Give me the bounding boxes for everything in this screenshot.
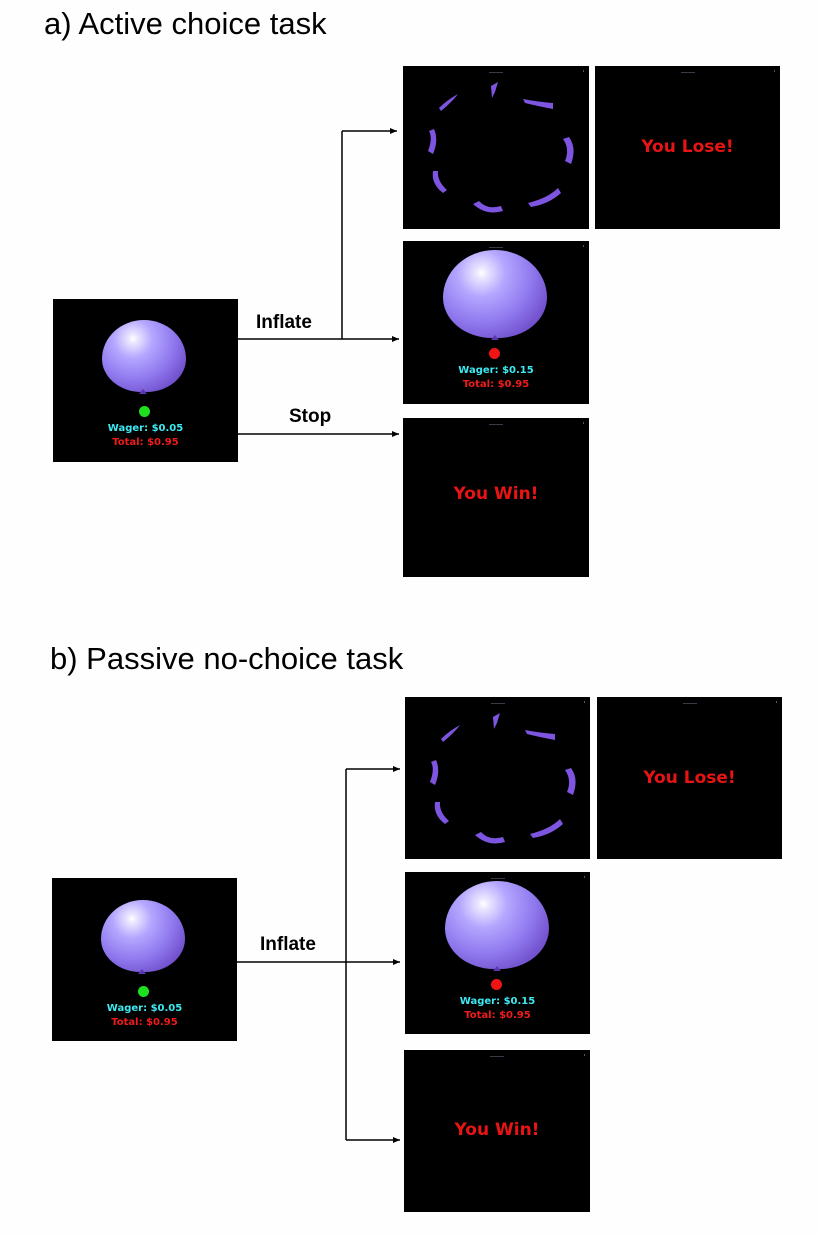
balloon-knot [138,969,146,974]
balloon-fragments [428,82,574,213]
balloon-knot [491,335,499,340]
wager-text: Wager: $0.15 [459,996,536,1007]
b-lose-screen: You Lose! [597,697,782,859]
balloon-fragments [430,713,576,844]
stop-label-a: Stop [289,406,332,427]
balloon [101,900,185,972]
inflate-label-a: Inflate [256,312,312,333]
balloon [102,320,186,392]
balloon-knot [493,966,501,971]
balloon [443,250,547,338]
wager-text: Wager: $0.05 [107,423,184,434]
total-text: Total: $0.95 [112,437,179,448]
go-light-icon [139,406,150,417]
balloon [445,881,549,969]
a-win-screen: You Win! [403,418,589,577]
go-light-icon [138,986,149,997]
balloon-knot [139,389,147,394]
wager-text: Wager: $0.15 [458,365,534,376]
win-text: You Win! [454,1120,540,1140]
lose-text: You Lose! [643,768,736,788]
wager-text: Wager: $0.05 [106,1003,183,1014]
section-a-title: a) Active choice task [44,6,327,41]
section-b-title: b) Passive no-choice task [50,641,404,676]
win-text: You Win! [453,484,539,504]
b-inflated-screen: Wager: $0.15 Total: $0.95 [405,872,590,1034]
b-win-screen: You Win! [404,1050,590,1212]
a-lose-screen: You Lose! [595,66,780,229]
stop-light-icon [491,979,502,990]
stop-light-icon [489,348,500,359]
total-text: Total: $0.95 [464,1010,531,1021]
total-text: Total: $0.95 [111,1017,178,1028]
b-start-screen: Wager: $0.05 Total: $0.95 [52,878,237,1041]
inflate-label-b: Inflate [260,934,316,955]
total-text: Total: $0.95 [462,379,530,390]
a-start-screen: Wager: $0.05 Total: $0.95 [53,299,238,462]
a-popped-balloon-screen [403,66,589,229]
lose-text: You Lose! [641,137,734,157]
a-inflated-screen: Wager: $0.15 Total: $0.95 [403,241,589,404]
b-popped-balloon-screen [405,697,590,859]
